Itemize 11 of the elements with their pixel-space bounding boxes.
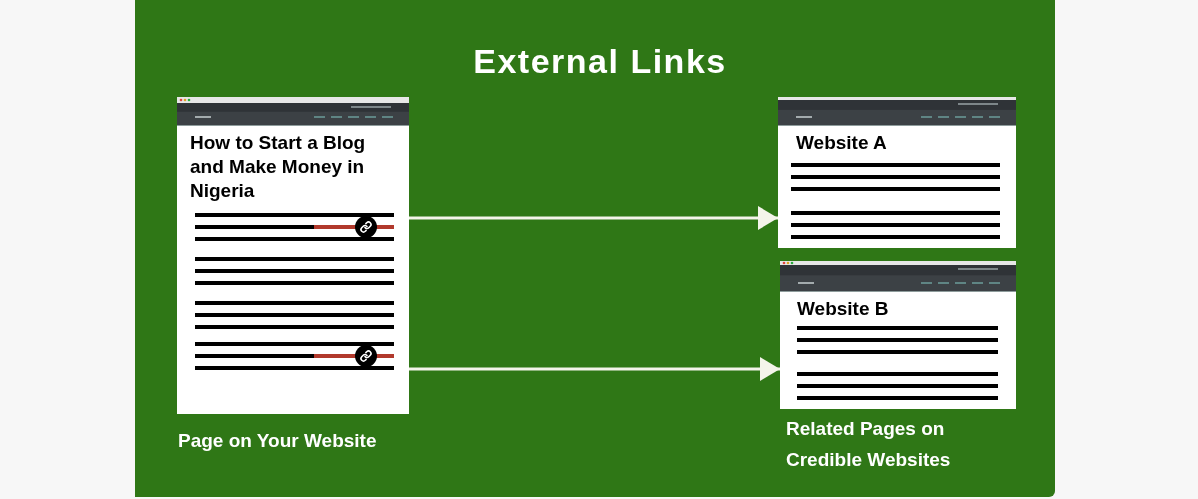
webpage-mockup — [177, 97, 409, 414]
page-caption: Page on Your Website — [178, 429, 378, 453]
webpage-mockup — [778, 97, 1016, 248]
diagram-title: External Links — [472, 41, 728, 81]
arrow — [409, 206, 778, 230]
caption: Related Pages on Credible Websites — [786, 417, 952, 472]
page-heading: How to Start a Blog and Make Money in Nigeria — [190, 131, 367, 203]
webpage-mockup — [780, 261, 1016, 409]
page-heading: Website B — [797, 297, 890, 321]
page-heading: Website A — [796, 131, 888, 155]
arrow — [409, 357, 780, 381]
